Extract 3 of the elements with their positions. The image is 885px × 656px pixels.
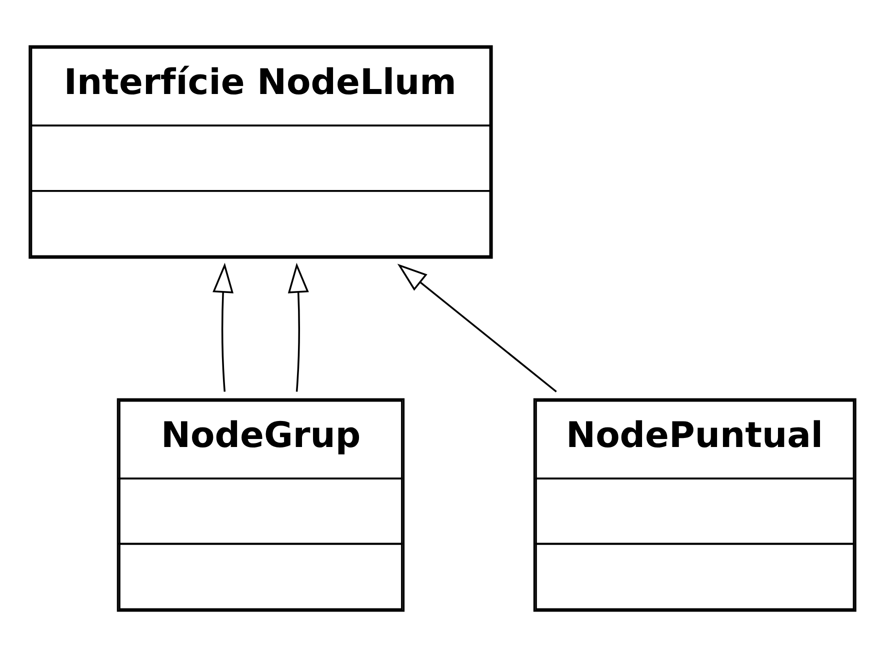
arrow xyxy=(288,262,309,392)
arrow xyxy=(397,263,557,392)
arrow xyxy=(212,262,234,392)
